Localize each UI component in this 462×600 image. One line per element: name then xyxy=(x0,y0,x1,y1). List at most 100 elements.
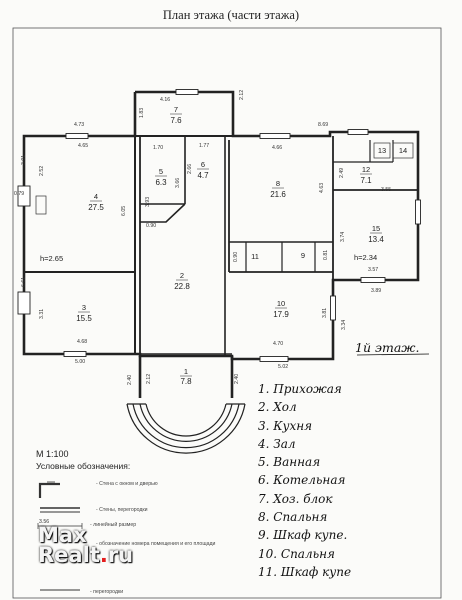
dim-label: 0.90 xyxy=(233,252,239,262)
room-15-number: 15 xyxy=(372,224,380,233)
watermark-line1: Max xyxy=(38,523,87,547)
list-item: 11. Шкаф купе xyxy=(258,564,352,579)
room-1-number: 1 xyxy=(184,367,188,376)
dim-label: 2.49 xyxy=(339,168,345,178)
room-2-area: 22.8 xyxy=(174,282,190,291)
legend-item: - линейный размер xyxy=(90,522,137,528)
dim-label: 8.69 xyxy=(318,122,328,128)
list-item: 6. Котельная xyxy=(258,473,346,488)
handwritten-room-list: 1. Прихожая 2. Хол 3. Кухня 4. Зал 5. Ва… xyxy=(258,382,458,583)
dim-label: 3.31 xyxy=(39,309,45,319)
dim-label: 4.70 xyxy=(273,341,283,347)
dim-label: 4.73 xyxy=(74,122,84,128)
scale-label: М 1:100 xyxy=(36,449,69,459)
dim-label: 3.93 xyxy=(145,197,151,207)
list-item: 5. Ванная xyxy=(258,455,321,470)
dim-label: 5.02 xyxy=(278,364,288,370)
legend-item: - перегородки xyxy=(90,589,124,595)
room-8-number: 8 xyxy=(276,179,280,188)
dim-label: 2.66 xyxy=(187,164,193,174)
room-2-number: 2 xyxy=(180,271,184,280)
room-10-number: 10 xyxy=(277,299,285,308)
legend-symbols xyxy=(37,481,83,591)
dim-label: 3.81 xyxy=(322,308,328,318)
dim-label: 0.90 xyxy=(146,223,156,229)
room-6-area: 4.7 xyxy=(197,171,209,180)
legend-item: - обозначение номера помещения и его пло… xyxy=(96,541,216,547)
dim-label: 4.66 xyxy=(272,145,282,151)
room-4-area: 27.5 xyxy=(88,203,104,212)
dim-label: 2.40 xyxy=(127,375,133,385)
fixtures xyxy=(35,142,414,215)
list-item: 10. Спальня xyxy=(258,546,335,561)
room-7-area: 7.6 xyxy=(170,116,182,125)
dim-label: 3.34 xyxy=(341,320,347,330)
room-labels: 1 7.8 2 22.8 3 15.5 4 27.5 5 6.3 6 4.7 7… xyxy=(76,105,407,386)
room-5-number: 5 xyxy=(159,167,163,176)
dim-label: 3.01 xyxy=(21,155,27,165)
dim-label: 3.66 xyxy=(175,178,181,188)
dim-label: 4.68 xyxy=(77,339,87,345)
dim-label: 3.55 xyxy=(381,187,391,193)
dim-label: 2.12 xyxy=(239,90,245,100)
watermark-dot: . xyxy=(99,543,108,567)
height-left: h=2.65 xyxy=(40,254,63,263)
dimension-labels: 4.16 1.83 2.12 4.73 8.69 4.65 1.70 1.77 … xyxy=(14,90,391,385)
floor-note-handwritten: 1й этаж. xyxy=(355,340,430,356)
dim-label: 3.74 xyxy=(340,232,346,242)
room-12-number: 12 xyxy=(362,165,370,174)
dim-label: 6.05 xyxy=(121,206,127,216)
dim-label: 0.79 xyxy=(14,191,24,197)
room-11-number: 11 xyxy=(251,252,259,261)
dim-label: 3.89 xyxy=(371,288,381,294)
dim-label: 2.52 xyxy=(39,166,45,176)
list-item: 4. Зал xyxy=(258,436,296,451)
watermark-logo: Max Realt.ru xyxy=(38,523,134,567)
dim-label: 5.00 xyxy=(75,359,85,365)
dim-label: 1.83 xyxy=(139,108,145,118)
list-item: 8. Спальня xyxy=(258,510,328,525)
list-item: 3. Кухня xyxy=(258,418,313,433)
dim-label: 2.40 xyxy=(234,374,240,384)
list-item: 1. Прихожая xyxy=(258,382,342,396)
watermark-line2a: Realt xyxy=(38,543,100,567)
room-15-area: 13.4 xyxy=(368,235,384,244)
room-14-number: 14 xyxy=(399,146,407,155)
room-6-number: 6 xyxy=(201,160,205,169)
room-10-area: 17.9 xyxy=(273,310,289,319)
dim-label: 4.63 xyxy=(319,183,325,193)
watermark-line2b: ru xyxy=(107,543,134,567)
floor-note: 1й этаж. xyxy=(355,340,419,355)
dim-label: 4.16 xyxy=(160,97,170,103)
dim-label: 6.61 xyxy=(21,277,27,287)
dim-label: 2.12 xyxy=(146,374,152,384)
room-3-area: 15.5 xyxy=(76,314,92,323)
legend-item: - Стены, перегородки xyxy=(96,507,148,513)
room-12-area: 7.1 xyxy=(360,176,372,185)
legend-heading: Условные обозначения: xyxy=(36,461,131,471)
room-4-number: 4 xyxy=(94,192,98,201)
dim-label: 1.70 xyxy=(153,145,163,151)
room-9-number: 9 xyxy=(301,251,305,260)
room-13-number: 13 xyxy=(378,146,386,155)
room-8-area: 21.6 xyxy=(270,190,286,199)
list-item: 7. Хоз. блок xyxy=(258,491,333,506)
legend-dimension-sample: 3.56 xyxy=(39,519,49,525)
room-5-area: 6.3 xyxy=(155,178,167,187)
room-3-number: 3 xyxy=(82,303,86,312)
sheet-frame xyxy=(12,27,442,599)
dim-label: 4.65 xyxy=(78,143,88,149)
legend-item: - Стена с окном и дверью xyxy=(96,481,158,487)
page-title: План этажа (части этажа) xyxy=(162,8,300,22)
dim-label: 0.81 xyxy=(323,250,329,260)
room-1-area: 7.8 xyxy=(180,377,192,386)
entrance-bay xyxy=(126,403,246,454)
list-item: 2. Хол xyxy=(258,400,297,415)
windows xyxy=(17,89,421,362)
dim-label: 1.77 xyxy=(199,143,209,149)
dim-label: 3.57 xyxy=(368,267,378,273)
height-right: h=2.34 xyxy=(354,253,377,262)
room-7-number: 7 xyxy=(174,105,178,114)
